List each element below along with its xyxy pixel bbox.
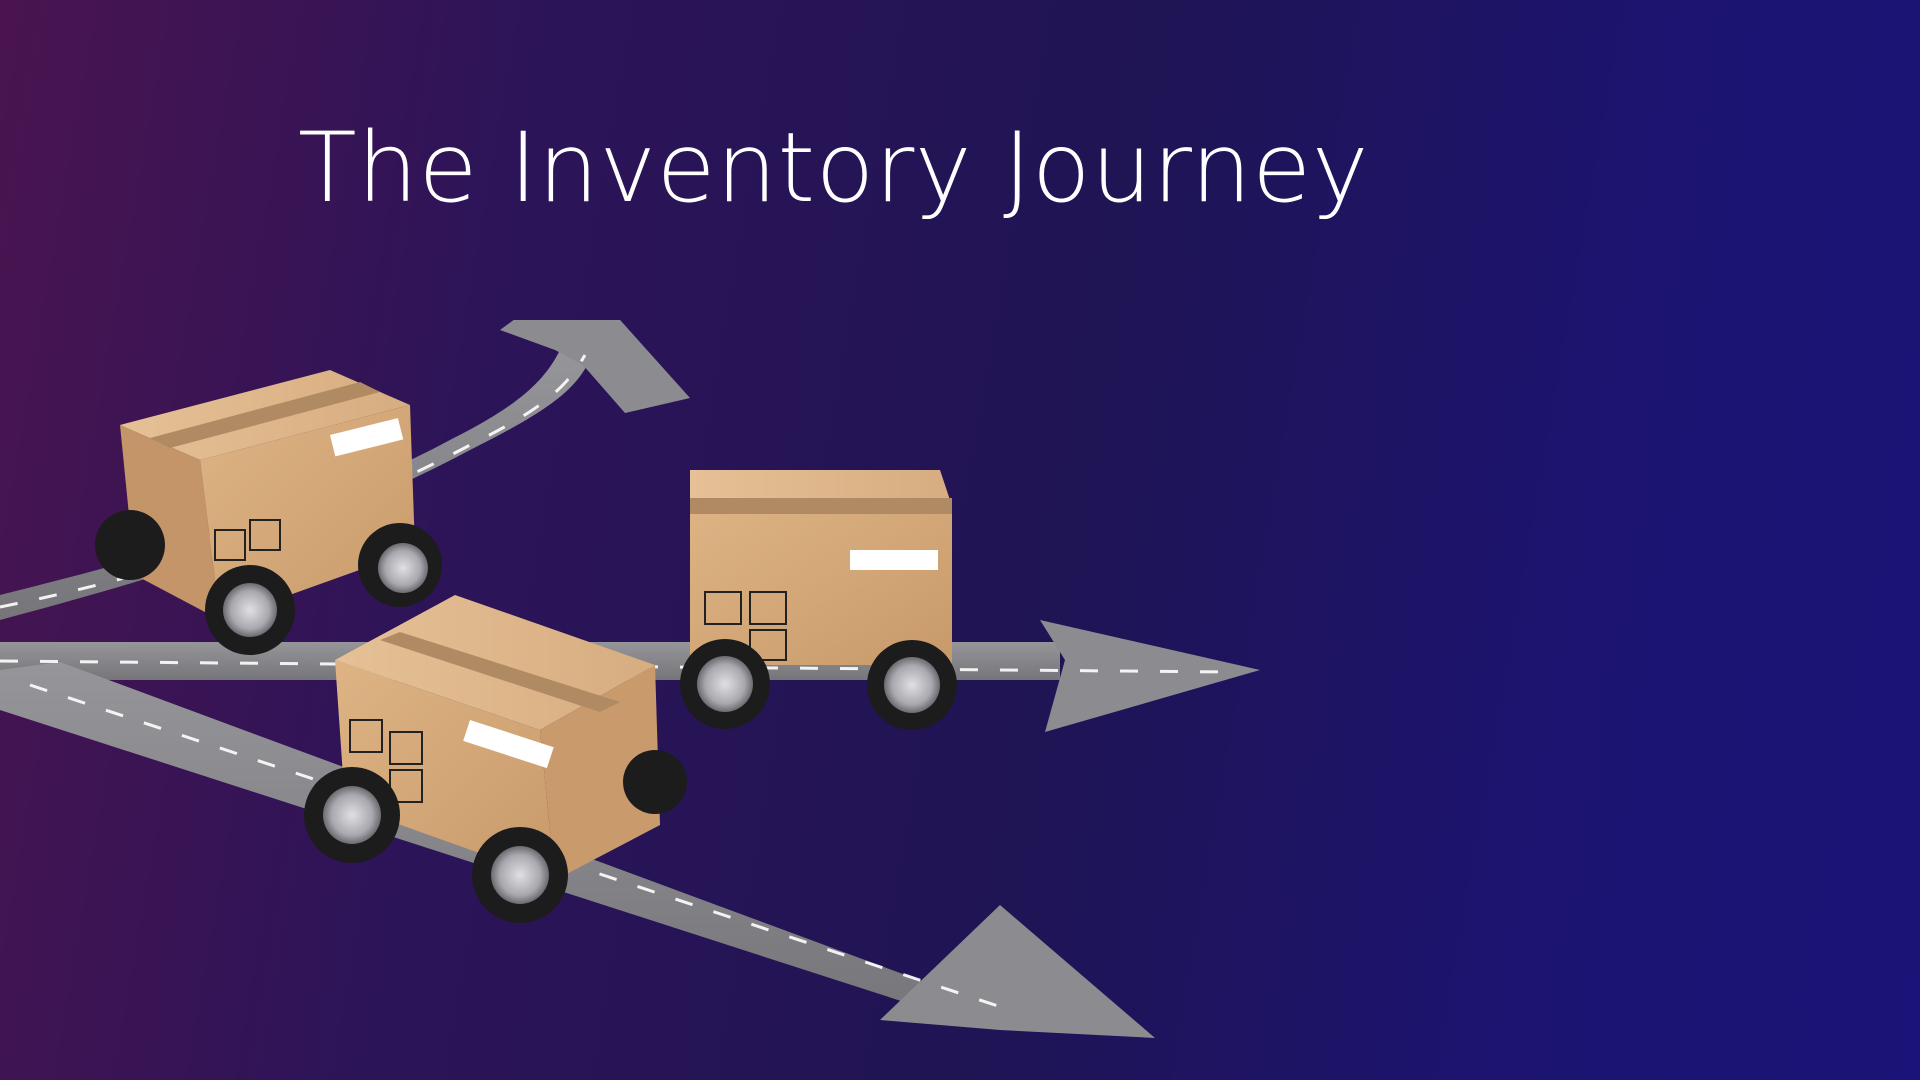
fragile-icon — [214, 519, 281, 561]
package-cart-2 — [680, 470, 957, 730]
package-cart-1 — [95, 370, 442, 655]
package-cart-3 — [304, 595, 687, 923]
arrow-head-right — [1040, 620, 1260, 732]
slide-title: The Inventory Journey — [298, 112, 1369, 224]
arrow-head-up — [500, 320, 690, 413]
boxes-on-wheels-illustration — [0, 320, 1260, 1038]
handling-icons — [704, 591, 787, 661]
road-curve-up — [0, 350, 590, 620]
arrow-head-down — [880, 905, 1155, 1038]
